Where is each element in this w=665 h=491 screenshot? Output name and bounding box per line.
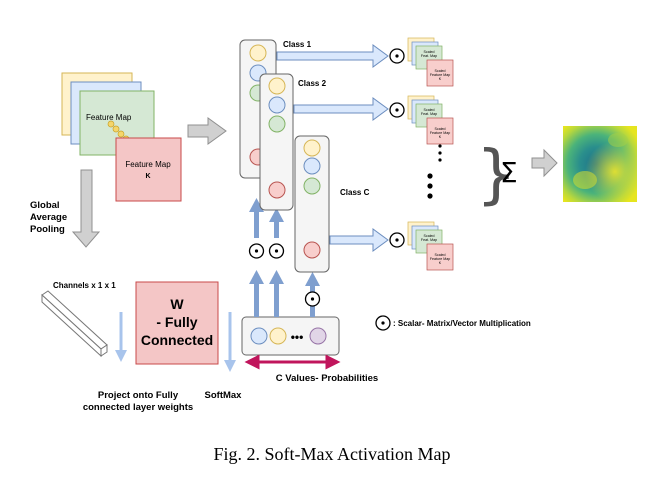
prob-circle-yellow bbox=[269, 327, 287, 345]
legend-odot bbox=[375, 315, 391, 331]
class-1-label: Class 1 bbox=[283, 40, 312, 49]
odot-multipliers bbox=[248, 243, 321, 307]
sigma-symbol: Σ bbox=[500, 156, 518, 189]
gap-label-line-1: Global bbox=[30, 200, 60, 211]
arrow-global-average-pooling bbox=[71, 169, 101, 248]
probabilities-vector: ••• bbox=[241, 316, 340, 356]
small-vertical-ellipsis bbox=[438, 144, 442, 162]
svg-text:Feature Map: Feature Map bbox=[430, 131, 450, 135]
right-odots bbox=[389, 48, 405, 248]
svg-text:Feat. Map: Feat. Map bbox=[421, 238, 437, 242]
arrow-to-heatmap bbox=[531, 148, 558, 178]
feature-map-k-title: Feature Map bbox=[125, 160, 171, 169]
class-1-arrow bbox=[276, 44, 389, 68]
project-arrow bbox=[115, 312, 127, 362]
svg-text:Scaled: Scaled bbox=[424, 234, 435, 238]
fc-label-line-3: Connected bbox=[141, 332, 213, 348]
svg-text:Feat. Map: Feat. Map bbox=[421, 112, 437, 116]
prob-circle-blue bbox=[250, 327, 268, 345]
project-label-line-2: connected layer weights bbox=[83, 402, 193, 413]
summation-brace: } bbox=[476, 138, 517, 212]
svg-text:Scaled: Scaled bbox=[435, 69, 446, 73]
svg-text:Feature Map: Feature Map bbox=[430, 73, 450, 77]
c-values-label: C Values- Probabilities bbox=[276, 373, 378, 384]
feature-map-stack: Feature Map Feature Map K bbox=[61, 72, 182, 202]
svg-text:K: K bbox=[439, 135, 442, 139]
project-label-line-1: Project onto Fully bbox=[98, 390, 179, 401]
fc-label-line-2: - Fully bbox=[156, 314, 197, 330]
class-2-label: Class 2 bbox=[298, 79, 327, 88]
gap-label-line-3: Pooling bbox=[30, 224, 65, 235]
feature-map-k-sub: K bbox=[145, 173, 150, 180]
scaled-map-stack-c: Scaled Feat. Map Scaled Feature Map K bbox=[407, 221, 454, 271]
legend-text: : Scalar- Matrix/Vector Multiplication bbox=[393, 319, 531, 328]
channel-vector-bar bbox=[41, 290, 108, 358]
scaled-map-stack-2: Scaled Feat. Map Scaled Feature Map K bbox=[407, 95, 454, 145]
svg-text:K: K bbox=[439, 77, 442, 81]
svg-text:K: K bbox=[439, 261, 442, 265]
fc-label-line-1: W bbox=[170, 296, 184, 312]
class-2-arrow bbox=[293, 97, 389, 121]
channels-label: Channels x 1 x 1 bbox=[53, 281, 116, 290]
fully-connected-box bbox=[135, 281, 219, 365]
softmax-arrow bbox=[224, 312, 236, 372]
svg-text:Scaled: Scaled bbox=[435, 253, 446, 257]
class-c-column bbox=[294, 135, 330, 273]
feature-map-label: Feature Map bbox=[86, 113, 132, 122]
svg-text:Scaled: Scaled bbox=[435, 127, 446, 131]
svg-text:Scaled: Scaled bbox=[424, 108, 435, 112]
figure-caption: Fig. 2. Soft-Max Activation Map bbox=[214, 444, 451, 464]
class-c-arrow bbox=[329, 228, 389, 252]
vertical-ellipsis bbox=[427, 173, 433, 199]
class-c-label: Class C bbox=[340, 188, 370, 197]
prob-circle-purple bbox=[309, 327, 327, 345]
svg-text:Scaled: Scaled bbox=[424, 50, 435, 54]
class-2-column bbox=[259, 73, 294, 211]
gap-label-line-2: Average bbox=[30, 212, 67, 223]
prob-ellipsis: ••• bbox=[291, 330, 304, 344]
arrow-to-classes bbox=[187, 117, 227, 145]
softmax-label: SoftMax bbox=[205, 390, 243, 401]
activation-heatmap bbox=[563, 126, 637, 202]
scaled-map-stack-1: Scaled Feat. Map Scaled Feature Map K bbox=[407, 37, 454, 87]
svg-text:Feat. Map: Feat. Map bbox=[421, 54, 437, 58]
feature-map-k-box bbox=[115, 137, 182, 202]
svg-text:Feature Map: Feature Map bbox=[430, 257, 450, 261]
